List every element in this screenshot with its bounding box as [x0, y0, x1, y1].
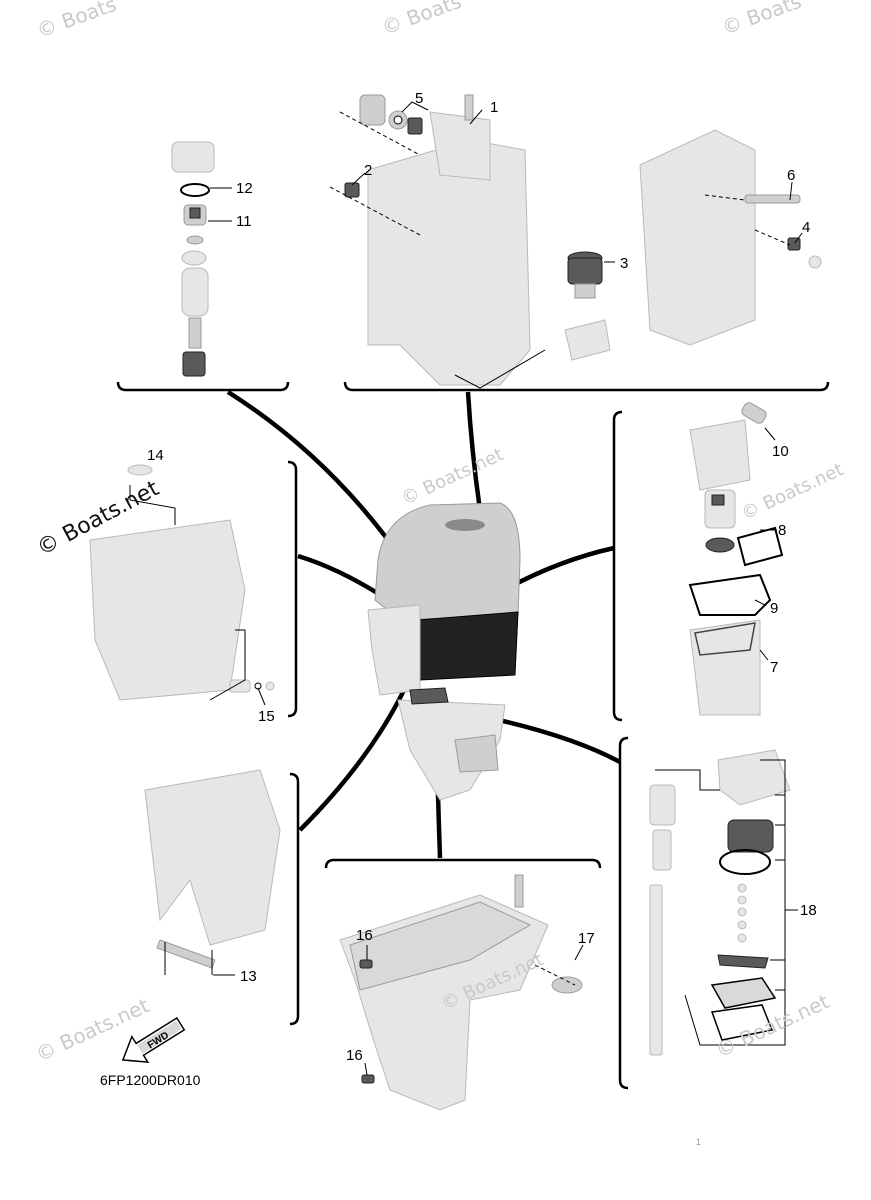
group-right-lower-parts [649, 749, 791, 1056]
group-left-middle-parts [89, 464, 275, 701]
callout-3: 3 [620, 255, 628, 272]
engine-cowling [374, 502, 521, 621]
group-top-left-parts [171, 141, 215, 377]
watermark-top-center: © Boats [379, 0, 465, 40]
callout-12: 12 [236, 180, 253, 197]
group-left-lower-parts [144, 769, 281, 969]
fwd-arrow-icon: FWD [121, 1016, 186, 1063]
callout-15: 15 [258, 708, 275, 725]
callout-14: 14 [147, 447, 164, 464]
frame-top-center [343, 381, 830, 392]
callout-10: 10 [772, 443, 789, 460]
callout-17: 17 [578, 930, 595, 947]
frame-top-left [116, 381, 290, 392]
group-top-center-block [344, 94, 822, 386]
diagram-code: 6FP1200DR010 [100, 1072, 201, 1088]
frame-right-lower [618, 736, 629, 1090]
callout-1: 1 [490, 99, 498, 116]
group-bottom-center-parts [339, 874, 583, 1111]
callout-4: 4 [802, 219, 810, 236]
callout-18: 18 [800, 902, 817, 919]
callout-11: 11 [236, 213, 252, 230]
callout-2: 2 [364, 162, 372, 179]
watermark-right-middle: © Boats.net [738, 459, 846, 524]
group-right-middle-parts [688, 402, 784, 716]
frame-right-middle [612, 410, 623, 722]
frame-left-lower [289, 772, 300, 1026]
page-marker: 1 [696, 1137, 701, 1147]
watermark-top-right: © Boats [719, 0, 805, 40]
callout-8: 8 [778, 522, 786, 539]
callout-13: 13 [240, 968, 257, 985]
outboard-motor [367, 502, 521, 801]
callout-16-upper: 16 [356, 927, 373, 944]
frame-left-middle [287, 460, 298, 718]
callout-9: 9 [770, 600, 778, 617]
watermark-center: © Boats.net [398, 444, 506, 509]
callout-16-lower: 16 [346, 1047, 363, 1064]
callout-7: 7 [770, 659, 778, 676]
frame-bottom-center [324, 858, 602, 869]
callout-6: 6 [787, 167, 795, 184]
watermark-top-left: © Boats [34, 0, 120, 43]
callout-5: 5 [415, 90, 423, 107]
